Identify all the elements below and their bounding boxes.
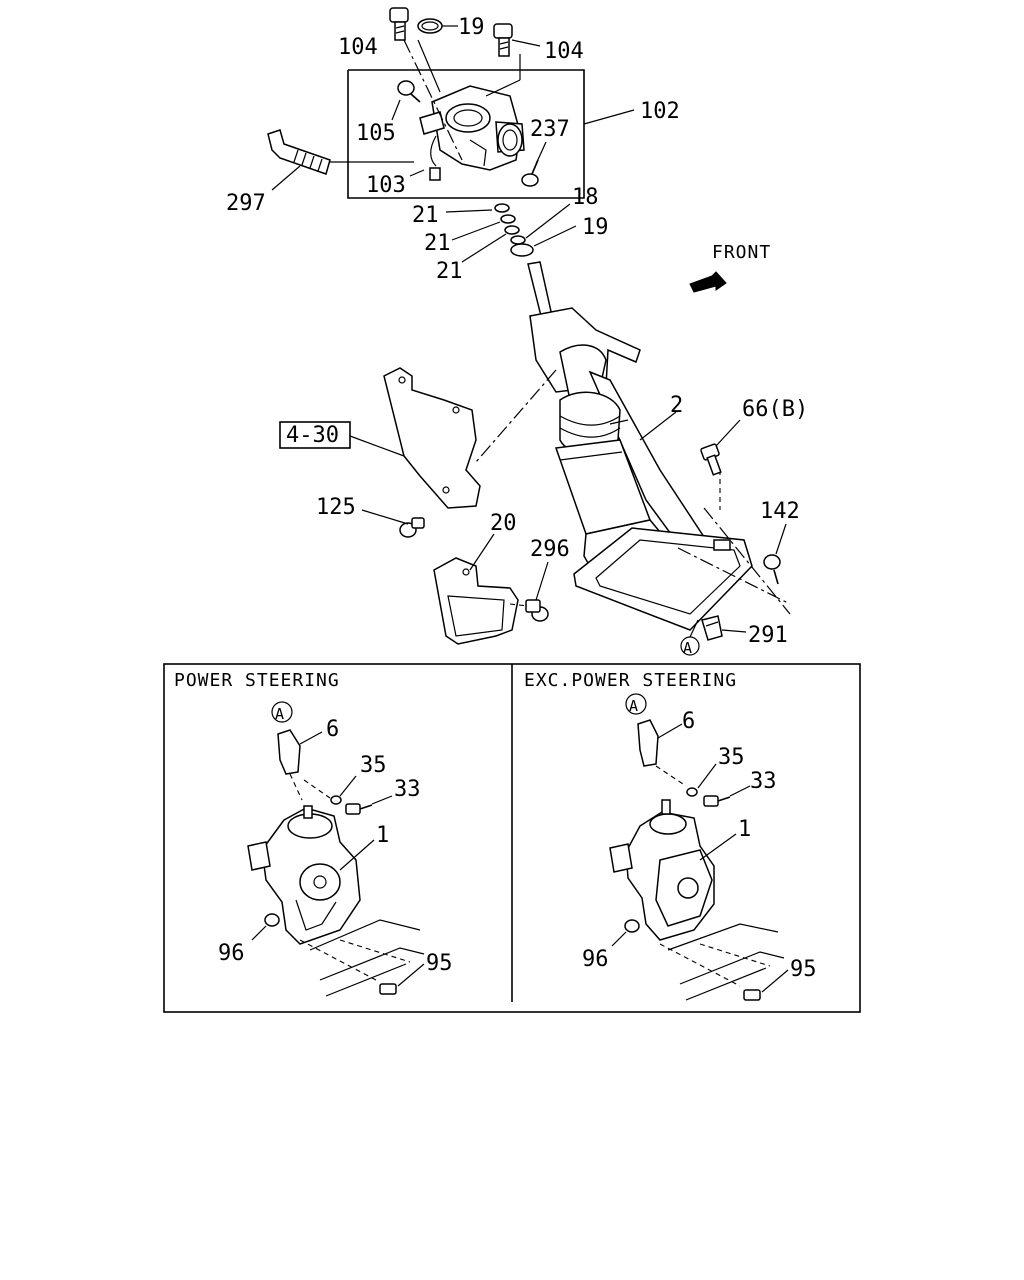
panel-left-marker-a: A: [275, 705, 284, 723]
label-291: 291: [748, 623, 788, 648]
panel-right-label-33: 33: [750, 769, 777, 794]
steering-column: [527, 261, 753, 631]
label-296: 296: [530, 537, 570, 562]
panel-right-label-96: 96: [582, 947, 609, 972]
label-105: 105: [356, 121, 396, 146]
column-cover-4-30: [383, 367, 481, 509]
bolt-104-right: [493, 23, 513, 57]
label-20: 20: [490, 511, 517, 536]
label-297: 297: [226, 191, 266, 216]
panel-power-steering: POWER STEERING A 6 35 33 1 96: [174, 670, 453, 997]
panel-right-label-95: 95: [790, 957, 817, 982]
panel-right-title: EXC.POWER STEERING: [524, 670, 737, 691]
bolt-296: [525, 599, 549, 622]
panel-right-marker-a: A: [629, 697, 638, 715]
front-label: FRONT: [712, 242, 771, 263]
o-ring-19-top: [417, 18, 443, 34]
ref-box-4-30: [279, 421, 351, 449]
panel-left-label-6: 6: [326, 717, 339, 742]
screw-125: [399, 517, 425, 538]
panel-left-label-35: 35: [360, 753, 387, 778]
bolt-66b: [700, 443, 722, 476]
label-66b: 66(B): [742, 397, 808, 422]
label-18: 18: [572, 185, 599, 210]
label-4-30: 4-30: [286, 423, 339, 448]
panel-left-label-33: 33: [394, 777, 421, 802]
label-21-a: 21: [412, 203, 439, 228]
front-arrow-icon: [689, 271, 727, 293]
label-21-b: 21: [424, 231, 451, 256]
washer-stack: [494, 203, 534, 257]
cable-clip-297: [267, 129, 331, 175]
panel-left-label-95: 95: [426, 951, 453, 976]
label-19-mid: 19: [582, 215, 609, 240]
panel-left-label-96: 96: [218, 941, 245, 966]
bracket-102-outline: [347, 69, 585, 199]
label-102: 102: [640, 99, 680, 124]
marker-a: A: [683, 639, 692, 657]
panel-left-label-1: 1: [376, 823, 389, 848]
panel-exc-power-steering: EXC.POWER STEERING A 6 35 33 1 96 95: [524, 670, 817, 1001]
column-cover-20: [433, 557, 519, 645]
label-237: 237: [530, 117, 570, 142]
label-19-top: 19: [458, 15, 485, 40]
screw-142: [763, 554, 781, 585]
panel-left-title: POWER STEERING: [174, 670, 340, 691]
steering-lock-body: [419, 85, 525, 181]
label-125: 125: [316, 495, 356, 520]
label-103: 103: [366, 173, 406, 198]
label-2: 2: [670, 393, 683, 418]
screw-237: [521, 159, 539, 187]
panel-right-label-1: 1: [738, 817, 751, 842]
label-104-left: 104: [338, 35, 378, 60]
bolt-104-left: [389, 7, 409, 41]
screw-105: [397, 80, 421, 103]
label-21-c: 21: [436, 259, 463, 284]
panel-right-label-6: 6: [682, 709, 695, 734]
label-104-right: 104: [544, 39, 584, 64]
panel-right-label-35: 35: [718, 745, 745, 770]
clip-291: [701, 615, 723, 641]
label-142: 142: [760, 499, 800, 524]
